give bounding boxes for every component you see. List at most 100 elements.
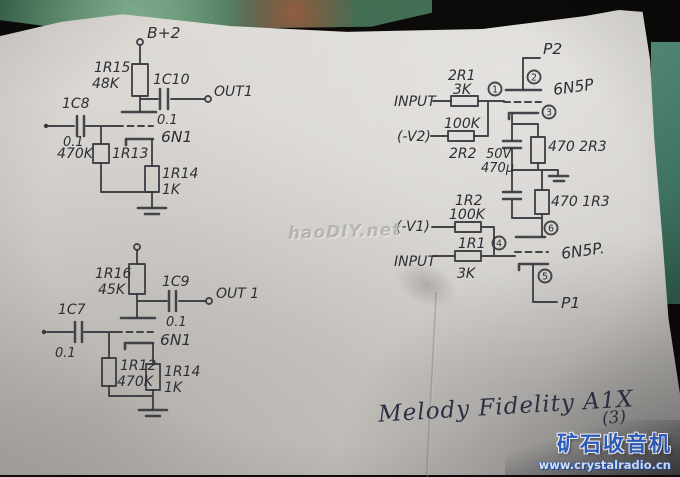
corner-shadow bbox=[505, 420, 680, 475]
label-1r3: 470 1R3 bbox=[551, 194, 610, 210]
resistor-1r13 bbox=[93, 144, 109, 163]
resistor-2r2 bbox=[448, 131, 474, 141]
label-cap-voltage: 50V bbox=[486, 147, 513, 162]
site-watermark-url: www.crystalradio.cn bbox=[538, 458, 671, 472]
label-48k: 48K bbox=[92, 76, 121, 92]
label-c9-value: 0.1 bbox=[166, 315, 187, 330]
label-2r2-value: 100K bbox=[444, 116, 482, 132]
tube-6n5p-bottom bbox=[515, 237, 548, 270]
pin-number-2: 2 bbox=[531, 73, 537, 84]
label-1r2: 1R2 bbox=[455, 193, 483, 209]
resistor-1r3 bbox=[535, 190, 549, 214]
cathode-bar bbox=[126, 139, 153, 145]
label-c8-value: 0.1 bbox=[63, 135, 84, 150]
terminal-out1 bbox=[205, 96, 211, 102]
capacitor-1c7 bbox=[75, 322, 82, 342]
terminal-supply2 bbox=[134, 244, 140, 250]
label-out1b: OUT 1 bbox=[216, 286, 259, 302]
terminal-input2 bbox=[41, 329, 47, 335]
label-1r1: 1R1 bbox=[458, 236, 486, 252]
resistor-1r14b bbox=[146, 364, 160, 390]
label-2r1: 2R1 bbox=[448, 68, 476, 84]
terminal-b+2 bbox=[137, 39, 143, 45]
pin-number-5: 5 bbox=[542, 272, 548, 283]
label-input-top: INPUT bbox=[394, 94, 437, 110]
pin-markers: 1 2 3 4 5 6 bbox=[489, 71, 558, 283]
label-1r14b: 1R14 bbox=[164, 364, 200, 380]
label-p1: P1 bbox=[561, 294, 580, 312]
label-input-bottom: INPUT bbox=[394, 254, 437, 270]
cathode-bar bbox=[509, 113, 538, 119]
capacitor-lower bbox=[503, 192, 521, 199]
label-tube-6n1-a: 6N1 bbox=[161, 128, 192, 146]
label-b+2: B+2 bbox=[147, 24, 180, 42]
stage2-6n1: 1R16 45K 1C9 0.1 OUT 1 1C7 0.1 1R12 470K… bbox=[41, 244, 259, 416]
label-1r12: 1R12 bbox=[120, 358, 157, 374]
label-cap-value: 470µ bbox=[481, 161, 514, 176]
label-1r14: 1R14 bbox=[162, 166, 198, 182]
label-c10-value: 0.1 bbox=[157, 113, 178, 128]
tube-6n1-b bbox=[116, 318, 155, 349]
pin-circle-6 bbox=[545, 222, 558, 235]
label-2r1-value: 3K bbox=[453, 82, 473, 98]
resistor-1r16 bbox=[129, 264, 145, 294]
label-p2: P2 bbox=[543, 40, 562, 58]
label-1r1-value: 3K bbox=[457, 266, 477, 282]
capacitor-470uf bbox=[503, 141, 521, 148]
label-2r2: 2R2 bbox=[449, 146, 477, 162]
pin-circle-3 bbox=[543, 106, 556, 119]
pin-number-1: 1 bbox=[492, 85, 498, 96]
stage2-wires bbox=[47, 250, 206, 410]
label-1r16: 1R16 bbox=[95, 266, 132, 282]
pin-circle-1 bbox=[489, 83, 502, 96]
pin-number-4: 4 bbox=[496, 239, 502, 250]
label-1k: 1K bbox=[162, 182, 182, 198]
label-tube-6n5p-top: 6N5P bbox=[552, 75, 595, 99]
label-tube-6n5p-bottom: 6N5P. bbox=[560, 239, 606, 263]
label-c7-value: 0.1 bbox=[55, 346, 76, 361]
resistor-1r14a bbox=[145, 166, 159, 192]
label-1r2-value: 100K bbox=[449, 207, 487, 223]
label-2r3: 470 2R3 bbox=[548, 139, 607, 155]
cathode-bar bbox=[519, 264, 548, 270]
pin-circle-5 bbox=[539, 270, 552, 283]
resistor-2r3 bbox=[531, 137, 545, 163]
right-wires bbox=[431, 58, 558, 302]
cathode-bar bbox=[125, 343, 153, 349]
label-minus-v2: (-V2) bbox=[397, 129, 431, 145]
pin-circle-4 bbox=[493, 237, 506, 250]
capacitor-1c10 bbox=[160, 89, 168, 109]
stage1-6n1: B+2 1R15 48K 1C10 0.1 OUT1 1C8 0.1 470K … bbox=[43, 24, 253, 214]
resistor-1r12 bbox=[102, 358, 116, 386]
right-6n5p-section: 1 2 3 4 5 6 P2 6N5P INPUT 2R1 3K (-V2) 1… bbox=[394, 40, 610, 312]
pin-number-6: 6 bbox=[548, 224, 554, 235]
stage1-wires bbox=[48, 45, 205, 208]
pin-circle-2 bbox=[528, 71, 541, 84]
label-470k-b: 470K bbox=[117, 374, 155, 390]
faint-watermark: haoDIY.net bbox=[287, 220, 402, 244]
label-470k: 470K bbox=[57, 146, 95, 162]
label-1r15: 1R15 bbox=[94, 60, 131, 76]
label-1k-b: 1K bbox=[164, 380, 184, 396]
resistor-1r15 bbox=[132, 64, 148, 96]
label-minus-v1: (-V1) bbox=[396, 219, 430, 235]
label-1c7: 1C7 bbox=[58, 302, 86, 318]
resistor-2r1 bbox=[451, 96, 478, 106]
tube-6n5p-top bbox=[504, 90, 541, 119]
label-1c8: 1C8 bbox=[62, 96, 90, 112]
tube-6n1-a bbox=[117, 112, 156, 145]
label-1c10: 1C10 bbox=[153, 72, 190, 88]
capacitor-1c8 bbox=[77, 116, 84, 136]
label-45k: 45K bbox=[98, 282, 127, 298]
site-watermark-brand: 矿石收音机 bbox=[557, 432, 672, 456]
ground-symbol-2 bbox=[139, 410, 167, 416]
terminal-input1 bbox=[43, 123, 49, 129]
sheet-number: (3) bbox=[601, 406, 628, 430]
label-1r13: 1R13 bbox=[112, 146, 148, 162]
resistor-1r1 bbox=[455, 251, 481, 261]
label-1c9: 1C9 bbox=[162, 274, 190, 290]
capacitor-1c9 bbox=[169, 291, 176, 311]
ground-symbol-mid bbox=[549, 176, 568, 181]
